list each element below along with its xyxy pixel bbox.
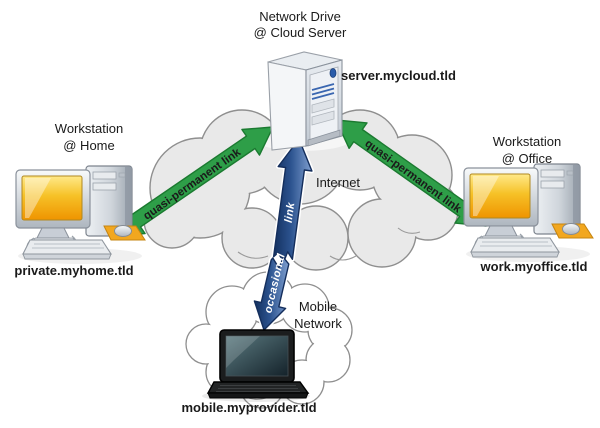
server-led-stripes (311, 83, 335, 100)
home-title-line2: @ Home (63, 138, 115, 153)
server-hostname: server.mycloud.tld (341, 68, 456, 83)
mobile-hostname: mobile.myprovider.tld (181, 400, 316, 415)
internet-label: Internet (316, 175, 360, 190)
laptop-keys (216, 385, 300, 392)
arrow-down-segment (253, 256, 290, 331)
server-drive-bay (311, 110, 335, 126)
home-workstation-icon (15, 165, 146, 265)
server-base (307, 129, 341, 147)
server-power-button (329, 68, 337, 78)
mobile-network-label-line1: Mobile (299, 299, 337, 314)
link-word-upper: link (283, 201, 298, 223)
laptop-icon (202, 329, 310, 402)
screen-glare (226, 336, 260, 368)
laptop-screen (225, 335, 289, 377)
office-title-line1: Workstation (493, 134, 561, 149)
cloud-inner-arcs (237, 227, 421, 261)
server-side-face (267, 61, 307, 151)
server-title-line2: @ Cloud Server (254, 25, 347, 40)
laptop-front-edge (207, 392, 309, 399)
office-workstation-icon (463, 163, 594, 263)
home-title-line1: Workstation (55, 121, 123, 136)
mobile-network-label-line2: Network (294, 316, 342, 331)
office-hostname: work.myoffice.tld (480, 259, 588, 274)
server-drive-bay (311, 98, 335, 114)
home-hostname: private.myhome.tld (14, 263, 133, 278)
office-title-line2: @ Office (502, 151, 553, 166)
server-icon (267, 51, 343, 151)
server-title-line1: Network Drive (259, 9, 341, 24)
